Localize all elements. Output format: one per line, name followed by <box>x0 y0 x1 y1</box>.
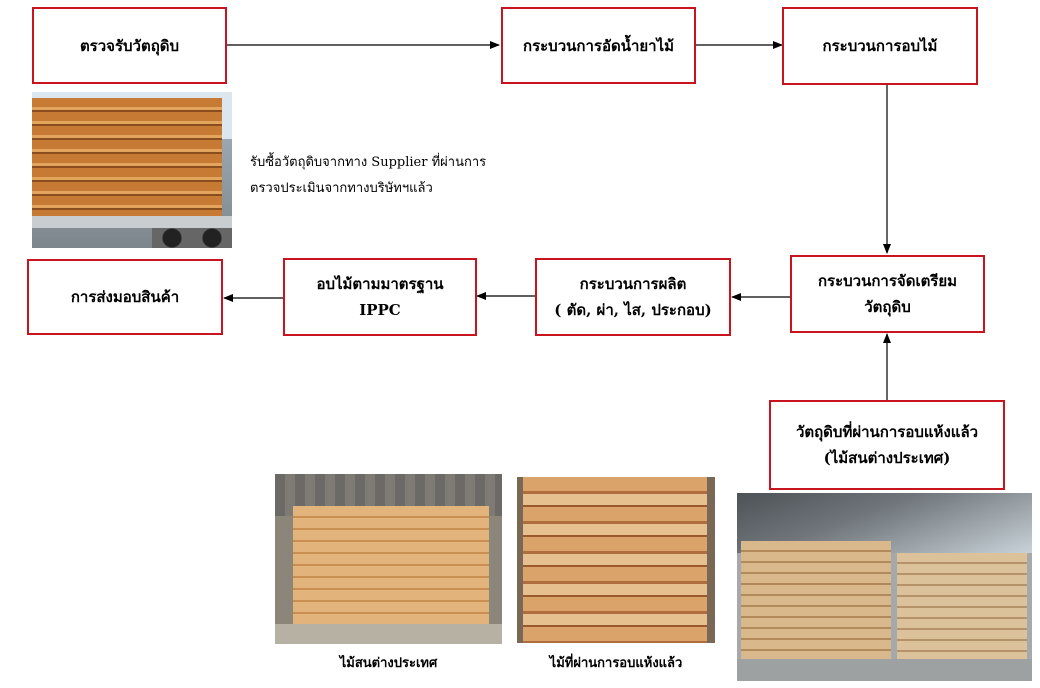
caption-dried-wood: ไม้ที่ผ่านการอบแห้งแล้ว <box>549 656 683 671</box>
photo-lumber-truck <box>32 92 232 248</box>
supplier-note: รับซื้อวัตถุดิบจากทาง Supplier ที่ผ่านกา… <box>250 150 486 202</box>
supplier-note-line1: รับซื้อวัตถุดิบจากทาง Supplier ที่ผ่านกา… <box>250 155 487 170</box>
photo-dried-wood-stack <box>517 477 715 643</box>
box-kiln-label: กระบวนการอบไม้ <box>822 37 938 55</box>
caption-imported-pine: ไม้สนต่างประเทศ <box>339 656 438 671</box>
box-inspect-raw-material: ตรวจรับวัตถุดิบ <box>32 7 227 84</box>
photo-imported-pine-stack <box>275 474 502 644</box>
box-prepare-label-line2: วัตถุดิบ <box>864 298 911 316</box>
box-delivery-label: การส่งมอบสินค้า <box>70 288 180 306</box>
photo-warehouse-lumber <box>737 493 1032 681</box>
box-dried-label-line1: วัตถุดิบที่ผ่านการอบแห้งแล้ว <box>795 423 979 441</box>
box-dried-label-line2: (ไม้สนต่างประเทศ) <box>823 449 951 467</box>
box-production-label-line1: กระบวนการผลิต <box>579 275 687 293</box>
box-prepare-label-line1: กระบวนการจัดเตรียม <box>817 272 958 290</box>
box-ippc-standard: อบไม้ตามมาตรฐาน IPPC <box>283 258 477 336</box>
box-inspect-label: ตรวจรับวัตถุดิบ <box>79 36 180 55</box>
box-impregnation-label: กระบวนการอัดน้ำยาไม้ <box>522 36 675 55</box>
box-dried-raw-material: วัตถุดิบที่ผ่านการอบแห้งแล้ว (ไม้สนต่างป… <box>769 400 1005 490</box>
supplier-note-line2: ตรวจประเมินจากทางบริษัทฯแล้ว <box>250 181 433 196</box>
box-ippc-label-line2: IPPC <box>359 301 401 319</box>
box-product-delivery: การส่งมอบสินค้า <box>27 259 223 335</box>
box-prepare-raw-material: กระบวนการจัดเตรียม วัตถุดิบ <box>790 255 985 333</box>
box-production-process: กระบวนการผลิต ( ตัด, ผ่า, ไส, ประกอบ) <box>535 258 731 336</box>
box-production-label-line2: ( ตัด, ผ่า, ไส, ประกอบ) <box>554 301 712 319</box>
box-kiln-drying-process: กระบวนการอบไม้ <box>782 7 978 85</box>
box-impregnation-process: กระบวนการอัดน้ำยาไม้ <box>501 7 696 84</box>
box-ippc-label-line1: อบไม้ตามมาตรฐาน <box>316 275 444 293</box>
